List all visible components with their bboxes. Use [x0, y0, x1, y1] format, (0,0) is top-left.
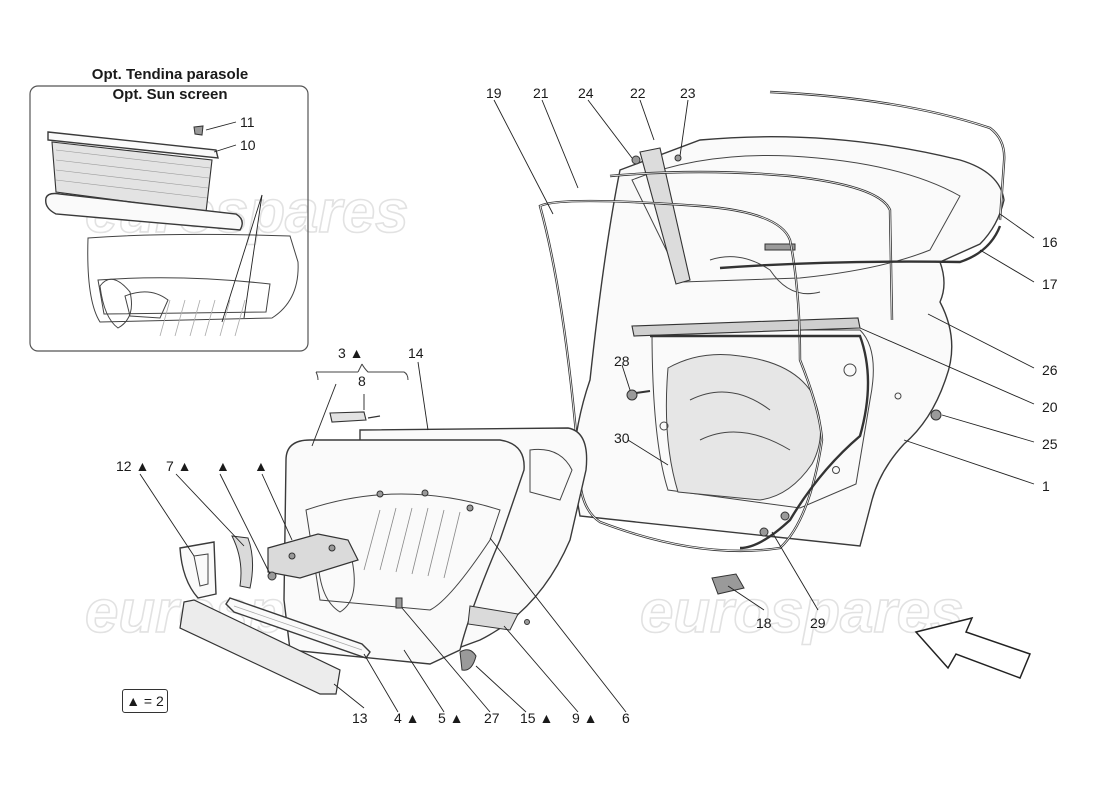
callout-6: 6	[622, 710, 630, 726]
trim-panel	[179, 363, 588, 695]
inset-title-italian: Opt. Tendina parasole	[91, 66, 249, 83]
callout-16: 16	[1042, 234, 1058, 250]
callout-20: 20	[1042, 399, 1058, 415]
callout-22: 22	[630, 85, 646, 101]
callout-26: 26	[1042, 362, 1058, 378]
callout-7c: ▲	[254, 458, 268, 474]
callout-3: 3 ▲	[338, 345, 364, 361]
sun-screen-inset	[29, 85, 309, 352]
callout-18: 18	[756, 615, 772, 631]
door-leaders	[493, 99, 1035, 611]
watermark-bottom-right: eurospares	[640, 578, 964, 645]
callout-9: 9 ▲	[572, 710, 598, 726]
door-shell	[538, 90, 1006, 595]
callout-13: 13	[352, 710, 368, 726]
callout-17: 17	[1042, 276, 1058, 292]
callout-29: 29	[810, 615, 826, 631]
callout-23: 23	[680, 85, 696, 101]
callout-27: 27	[484, 710, 500, 726]
callout-15: 15 ▲	[520, 710, 553, 726]
callout-1: 1	[1042, 478, 1050, 494]
trim-leaders	[139, 361, 627, 713]
callout-5: 5 ▲	[438, 710, 464, 726]
callout-28: 28	[614, 353, 630, 369]
callout-25: 25	[1042, 436, 1058, 452]
callout-11: 11	[240, 114, 255, 130]
quantity-legend: ▲ = 2	[122, 689, 168, 713]
callout-7: 7 ▲	[166, 458, 192, 474]
direction-arrow	[914, 616, 1031, 679]
callout-19: 19	[486, 85, 502, 101]
callout-30: 30	[614, 430, 630, 446]
callout-24: 24	[578, 85, 594, 101]
inset-title-english: Opt. Sun screen	[112, 86, 228, 103]
callout-21: 21	[533, 85, 549, 101]
callout-12: 12 ▲	[116, 458, 149, 474]
callout-14: 14	[408, 345, 424, 361]
callout-8: 8	[358, 373, 366, 389]
callout-10: 10	[240, 137, 256, 153]
callout-7b: ▲	[216, 458, 230, 474]
callout-4: 4 ▲	[394, 710, 420, 726]
